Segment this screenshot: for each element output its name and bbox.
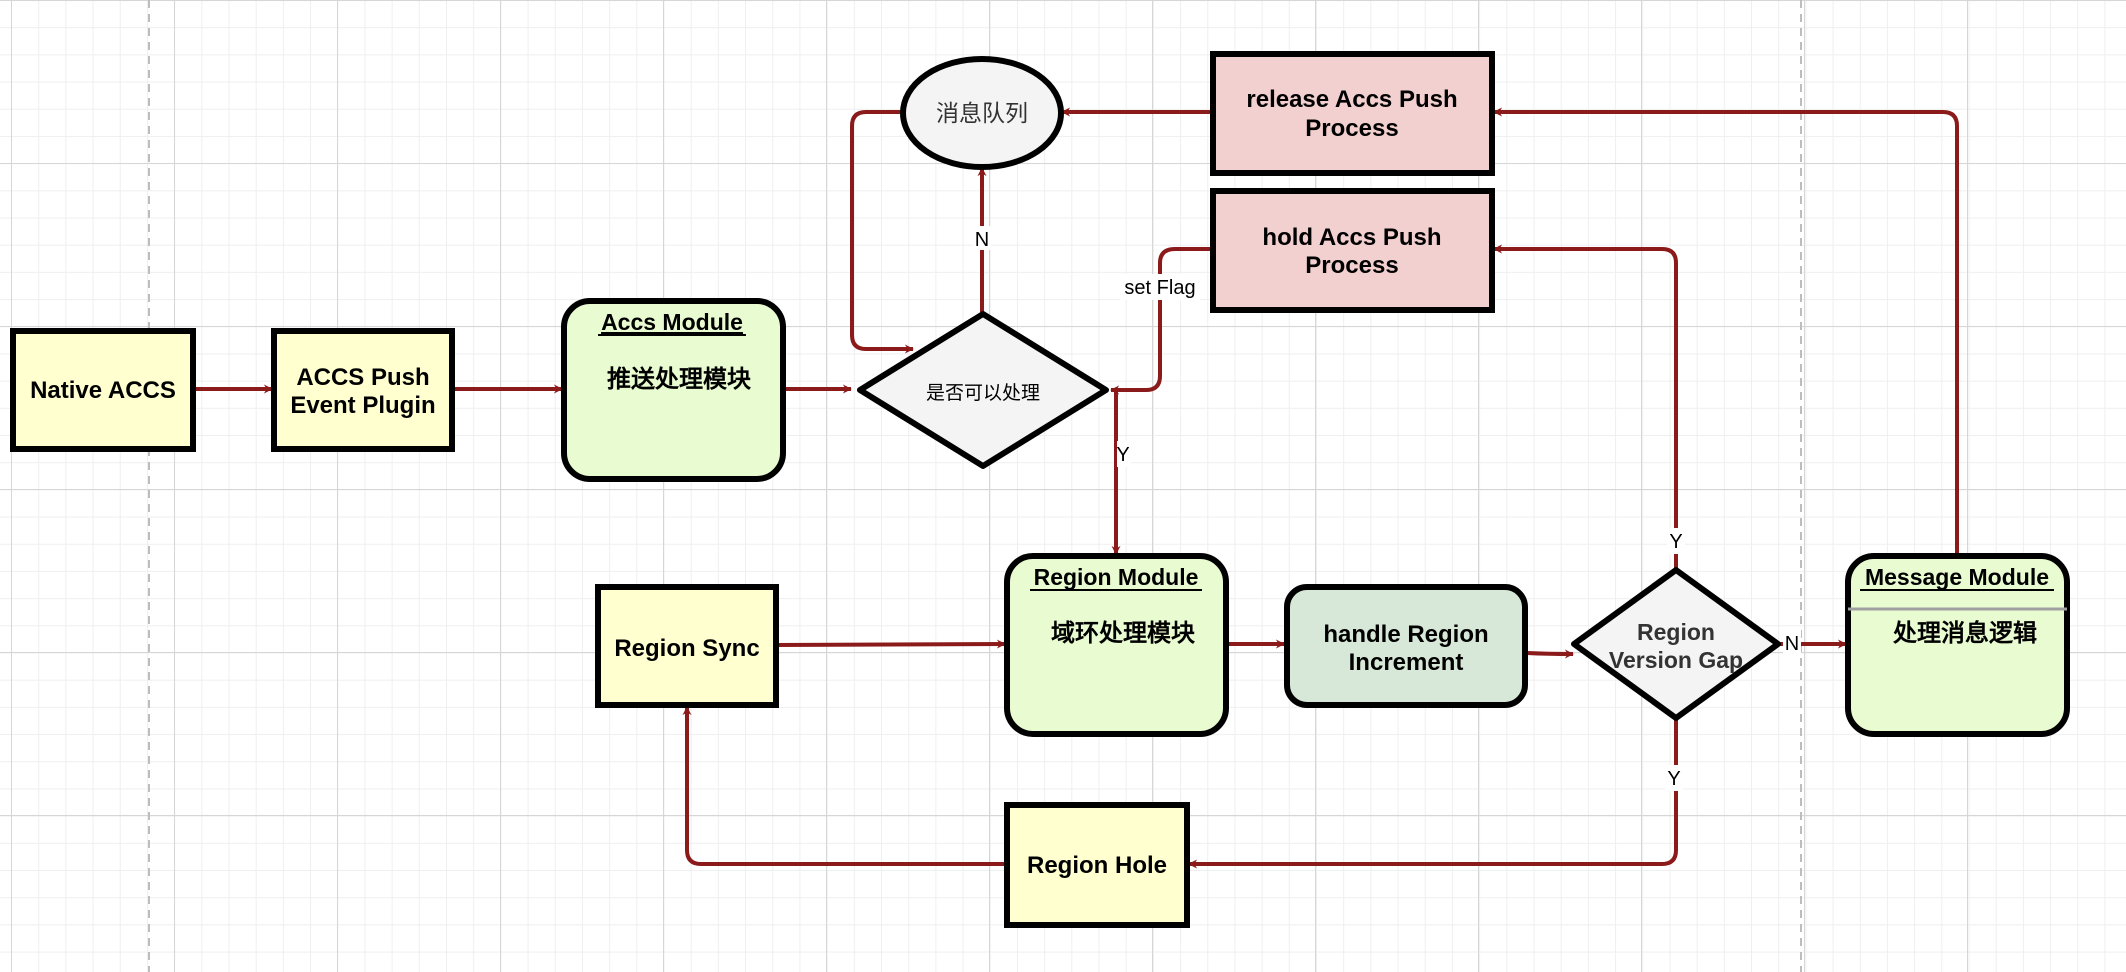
release-label-line2: Process [1305, 115, 1398, 142]
svg-text:Y: Y [1669, 531, 1682, 553]
edge-region-sync-to-region-module[interactable] [776, 639, 1006, 649]
plugin-label-line2: Event Plugin [290, 392, 435, 419]
node-native-accs[interactable]: Native ACCS [10, 328, 196, 452]
edge-gap-to-hold[interactable] [1493, 244, 1678, 568]
node-region-sync[interactable]: Region Sync [595, 584, 779, 708]
edge-queue-to-decision[interactable] [850, 110, 914, 354]
message-module-title: Message Module [1865, 564, 2049, 590]
edge-hold-to-decision[interactable] [1110, 247, 1212, 395]
node-release-accs-push[interactable]: release Accs Push Process [1210, 51, 1495, 176]
increment-label-line2: Increment [1349, 649, 1464, 676]
svg-text:Y: Y [1116, 444, 1129, 466]
node-message-queue[interactable]: 消息队列 [900, 56, 1064, 170]
node-region-version-gap-decision[interactable]: Region Version Gap [1571, 567, 1781, 721]
region-module-title: Region Module [1034, 564, 1199, 590]
node-region-hole[interactable]: Region Hole [1004, 802, 1190, 928]
gap-label-line1: Region [1637, 619, 1715, 645]
native-accs-label: Native ACCS [30, 377, 176, 404]
edge-label-y-region: Y [1116, 441, 1131, 467]
edge-gap-to-region-hole[interactable] [1188, 720, 1678, 869]
release-label-line1: release Accs Push [1246, 86, 1457, 113]
hold-label-line2: Process [1305, 252, 1398, 279]
svg-text:set Flag: set Flag [1124, 277, 1195, 299]
message-queue-label: 消息队列 [936, 100, 1028, 126]
node-message-module[interactable]: Message Module 处理消息逻辑 [1845, 553, 2070, 737]
node-accs-push-plugin[interactable]: ACCS Push Event Plugin [271, 328, 455, 452]
svg-text:N: N [1785, 633, 1799, 655]
node-accs-module[interactable]: Accs Module 推送处理模块 [561, 298, 786, 482]
increment-label-line1: handle Region [1323, 621, 1488, 648]
node-hold-accs-push[interactable]: hold Accs Push Process [1210, 188, 1495, 313]
gap-label-line2: Version Gap [1609, 647, 1743, 673]
edge-label-y-hole: Y [1665, 765, 1683, 791]
hold-label-line1: hold Accs Push [1262, 224, 1441, 251]
region-module-body: 域环处理模块 [1051, 620, 1195, 647]
edge-label-n-queue: N [973, 226, 991, 251]
node-can-process-decision[interactable]: 是否可以处理 [857, 311, 1109, 469]
region-hole-label: Region Hole [1027, 852, 1167, 879]
accs-module-body: 推送处理模块 [607, 365, 751, 393]
edge-message-module-to-release[interactable] [1493, 107, 1959, 555]
edge-region-hole-to-region-sync[interactable] [682, 706, 1006, 866]
plugin-label-line1: ACCS Push [296, 364, 429, 391]
node-region-module[interactable]: Region Module 域环处理模块 [1004, 553, 1229, 737]
edge-label-y-hold: Y [1667, 528, 1685, 554]
message-module-body: 处理消息逻辑 [1892, 619, 2037, 647]
edge-increment-to-gap[interactable] [1526, 649, 1574, 659]
edge-label-n-message: N [1783, 630, 1801, 656]
edge-label-set-flag: set Flag [1120, 274, 1200, 300]
node-handle-region-increment[interactable]: handle Region Increment [1284, 584, 1528, 708]
can-process-label: 是否可以处理 [926, 382, 1040, 404]
accs-module-title: Accs Module [601, 309, 743, 335]
svg-text:Y: Y [1667, 768, 1680, 790]
region-sync-label: Region Sync [614, 635, 759, 662]
svg-text:N: N [975, 229, 989, 251]
